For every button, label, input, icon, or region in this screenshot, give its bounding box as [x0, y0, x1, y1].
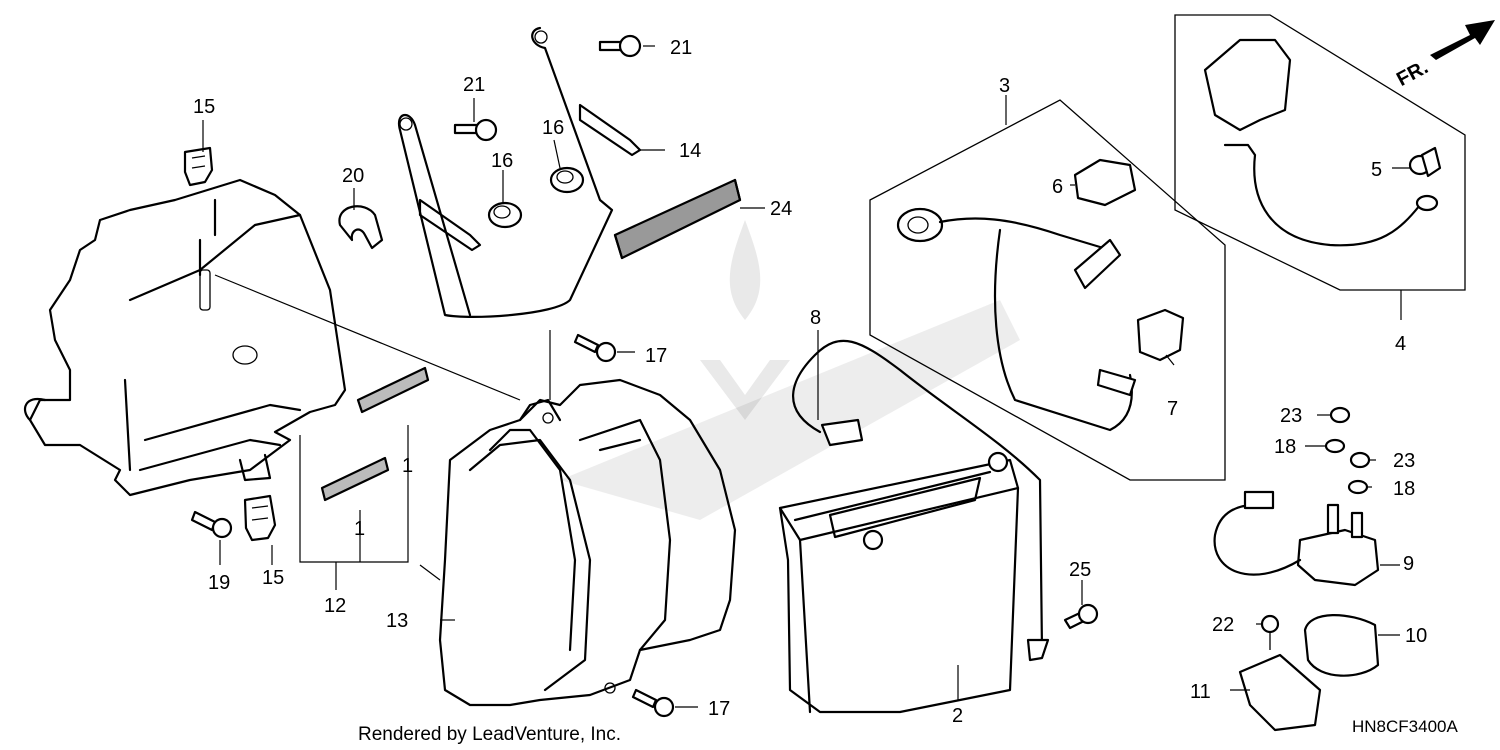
battery-cable-8[interactable]	[792, 339, 1050, 662]
callout-20: 20	[342, 165, 364, 187]
cable-group-outline	[1174, 14, 1466, 291]
callout-16-right: 16	[542, 117, 564, 139]
front-direction-arrow	[1430, 20, 1495, 60]
bolt-17-bottom[interactable]	[631, 688, 675, 718]
callout-25: 25	[1069, 559, 1091, 581]
starter-relay-9[interactable]	[1213, 490, 1380, 587]
grommet-16-left[interactable]	[487, 201, 523, 229]
callout-17-bottom: 17	[708, 698, 730, 720]
callout-23-a: 23	[1280, 405, 1302, 427]
callout-17-top: 17	[645, 345, 667, 367]
callout-9: 9	[1403, 553, 1414, 575]
callout-18-b: 18	[1393, 478, 1415, 500]
callout-18-a: 18	[1274, 436, 1296, 458]
clip-15-bottom[interactable]	[243, 494, 277, 542]
grommet-16-right[interactable]	[549, 166, 585, 194]
wire-harness-3[interactable]	[896, 207, 1137, 432]
callout-15-bottom: 15	[262, 567, 284, 589]
callout-7: 7	[1167, 398, 1178, 420]
callout-10: 10	[1405, 625, 1427, 647]
starter-cable-4[interactable]	[1203, 38, 1439, 247]
callout-23-b: 23	[1393, 450, 1415, 472]
front-direction-label: FR.	[1393, 56, 1432, 91]
bolt-25[interactable]	[1063, 603, 1099, 630]
nut-23-b[interactable]	[1349, 451, 1371, 469]
callout-21-mid: 21	[463, 74, 485, 96]
callout-13: 13	[386, 610, 408, 632]
bolt-21-mid[interactable]	[453, 118, 498, 142]
terminal-cover-7[interactable]	[1136, 308, 1185, 362]
watermark	[700, 220, 790, 420]
callout-14: 14	[679, 140, 701, 162]
callout-4: 4	[1395, 333, 1406, 355]
terminal-cap-5[interactable]	[1408, 146, 1442, 178]
callout-16-left: 16	[491, 150, 513, 172]
callout-24: 24	[770, 198, 792, 220]
callout-22: 22	[1212, 614, 1234, 636]
clip-15-top[interactable]	[183, 146, 214, 187]
callout-1-left: 1	[354, 518, 365, 540]
leader-lines	[202, 45, 1410, 708]
battery-box[interactable]	[23, 178, 347, 497]
callout-15-top: 15	[193, 96, 215, 118]
callout-3: 3	[999, 75, 1010, 97]
washer-18-b[interactable]	[1347, 479, 1369, 495]
terminal-cover-6[interactable]	[1073, 158, 1137, 207]
callout-8: 8	[810, 307, 821, 329]
callout-1-right: 1	[402, 455, 413, 477]
cable-clamp-20[interactable]	[338, 205, 384, 250]
bolt-17-top[interactable]	[573, 333, 617, 363]
battery-stay-band-14[interactable]	[397, 26, 642, 318]
washer-18-a[interactable]	[1324, 438, 1346, 454]
dot-shading	[560, 300, 1020, 520]
battery-2[interactable]	[778, 451, 1020, 714]
bolt-19[interactable]	[190, 510, 233, 539]
nut-23-a[interactable]	[1329, 406, 1351, 424]
render-credit: Rendered by LeadVenture, Inc.	[358, 724, 621, 745]
callout-12: 12	[324, 595, 346, 617]
callout-19: 19	[208, 572, 230, 594]
callout-5: 5	[1371, 159, 1382, 181]
callout-11: 11	[1190, 681, 1211, 703]
screw-22[interactable]	[1260, 614, 1280, 650]
callout-21-top: 21	[670, 37, 692, 59]
rubber-pad-1b[interactable]	[320, 456, 390, 502]
rubber-pad-1a[interactable]	[356, 366, 430, 414]
callout-2: 2	[952, 705, 963, 727]
diagram-code: HN8CF3400A	[1352, 717, 1458, 736]
harness-group-outline	[869, 99, 1226, 481]
relay-cover-10[interactable]	[1303, 614, 1380, 677]
battery-cover-13[interactable]	[438, 378, 737, 707]
callout-6: 6	[1052, 176, 1063, 198]
bolt-21-top[interactable]	[598, 34, 642, 58]
bracket-11[interactable]	[1238, 653, 1322, 732]
battery-band-24[interactable]	[613, 178, 742, 260]
